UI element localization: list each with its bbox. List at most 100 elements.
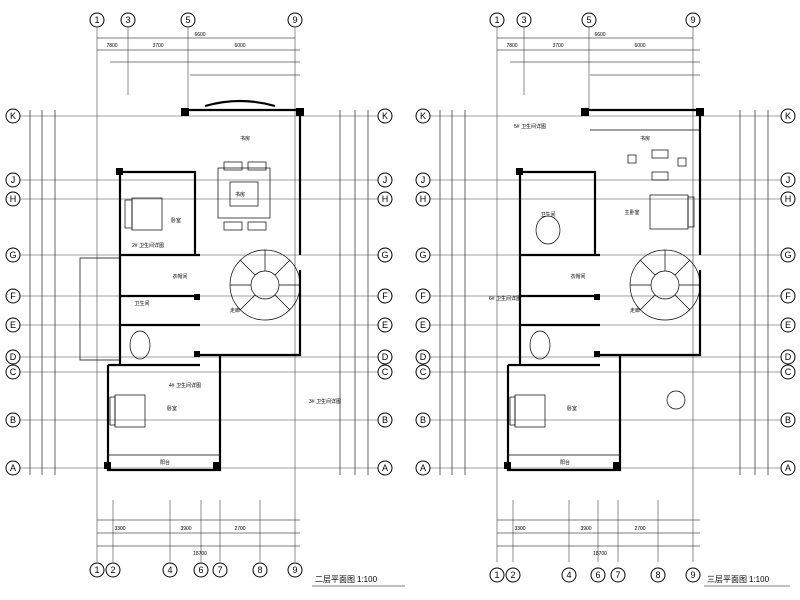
axis-label: A <box>420 463 426 473</box>
axis-label: 1 <box>94 565 99 575</box>
dimension-lines <box>439 37 769 547</box>
room-label: 阳台 <box>160 459 170 466</box>
axis-label: 7 <box>217 565 222 575</box>
axis-label: F <box>10 291 16 301</box>
plan-scale: 1:100 <box>357 575 378 584</box>
dim-value: 6600 <box>194 32 205 38</box>
axis-label: K <box>10 111 16 121</box>
furniture-bed-lower <box>509 394 546 428</box>
columns <box>104 108 304 469</box>
axis-label: G <box>784 250 791 260</box>
spiral-stair <box>629 249 701 321</box>
axis-label: 9 <box>690 570 695 580</box>
note-label: 3# 卫生间详图 <box>309 398 341 405</box>
axis-label: 3 <box>125 15 130 25</box>
furniture-sofa-set <box>627 149 687 181</box>
plan-third-floor: 1 3 5 9 1 2 4 6 7 8 9 K J H G F E D C B … <box>415 12 796 587</box>
horizontal-grid-lines <box>420 115 782 469</box>
axis-label: 4 <box>566 570 571 580</box>
room-label: 卧室 <box>167 405 177 412</box>
plan-title-block: 三层平面图 1:100 <box>704 575 790 587</box>
axis-label: H <box>382 194 389 204</box>
walls <box>506 108 702 472</box>
axis-label: E <box>420 320 426 330</box>
axis-label: J <box>421 175 426 185</box>
axis-label: G <box>419 250 426 260</box>
dim-value: 3900 <box>580 526 591 532</box>
dim-value: 2700 <box>234 526 245 532</box>
axis-label: K <box>382 111 388 121</box>
axis-label: F <box>382 291 388 301</box>
room-label: 书房 <box>235 191 245 198</box>
axis-label: C <box>10 367 17 377</box>
axis-label: J <box>786 175 791 185</box>
bottom-axis-bubbles: 1 2 4 6 7 8 9 <box>89 562 303 578</box>
top-axis-bubbles: 1 3 5 9 <box>489 12 701 28</box>
axis-label: 5 <box>185 15 190 25</box>
detail-circle <box>666 390 686 410</box>
room-label: 卧室 <box>567 405 577 412</box>
plan-title-block: 二层平面图 1:100 <box>312 575 405 587</box>
spiral-stair <box>229 249 301 321</box>
plan-second-floor: 1 3 5 9 1 2 4 6 7 8 9 K J H G F E D C B … <box>5 12 405 587</box>
axis-label: 9 <box>690 15 695 25</box>
axis-label: 2 <box>510 570 515 580</box>
left-axis-bubbles: K J H G F E D C B A <box>5 108 21 476</box>
dim-value: 3700 <box>152 43 163 49</box>
note-label: 2# 卫生间详图 <box>132 242 164 249</box>
room-label: 衣帽间 <box>570 273 585 280</box>
furniture-bed-master <box>649 194 695 230</box>
axis-label: B <box>10 415 16 425</box>
left-axis-bubbles: K J H G F E D C B A <box>415 108 431 476</box>
right-axis-bubbles: K J H G F E D C B A <box>780 108 796 476</box>
axis-label: 6 <box>595 570 600 580</box>
furniture-bed <box>124 197 163 231</box>
room-label: 阳台 <box>560 459 570 466</box>
axis-label: 6 <box>198 565 203 575</box>
dim-value: 18700 <box>193 551 207 557</box>
axis-label: 3 <box>521 15 526 25</box>
axis-label: G <box>9 250 16 260</box>
axis-label: H <box>785 194 792 204</box>
axis-label: K <box>785 111 791 121</box>
dimension-texts: 7800 3700 6000 6600 3300 3900 2700 18700 <box>106 32 245 557</box>
axis-label: 1 <box>94 15 99 25</box>
plan-title: 三层平面图 <box>707 575 747 584</box>
note-label: 4# 卫生间详图 <box>169 382 201 389</box>
vertical-grid-lines <box>496 28 694 562</box>
axis-label: 1 <box>494 15 499 25</box>
dim-value: 7800 <box>506 43 517 49</box>
dim-value: 3300 <box>114 526 125 532</box>
axis-label: E <box>382 320 388 330</box>
dim-value: 7800 <box>106 43 117 49</box>
dim-value: 18700 <box>593 551 607 557</box>
note-label: 6# 卫生间详图 <box>489 295 521 302</box>
axis-label: G <box>381 250 388 260</box>
axis-label: D <box>10 352 17 362</box>
axis-label: J <box>11 175 16 185</box>
plan-scale: 1:100 <box>749 575 770 584</box>
axis-label: 8 <box>257 565 262 575</box>
furniture-bathtub <box>129 330 151 360</box>
bottom-axis-bubbles: 1 2 4 6 7 8 9 <box>489 567 701 583</box>
dimension-texts: 7800 3700 6000 6600 3300 3900 2700 18700 <box>506 32 645 557</box>
axis-label: D <box>420 352 427 362</box>
axis-label: 2 <box>110 565 115 575</box>
dim-value: 2700 <box>634 526 645 532</box>
axis-label: C <box>420 367 427 377</box>
room-label: 卫生间 <box>540 211 555 218</box>
columns <box>504 108 704 469</box>
room-label: 卧室 <box>171 217 181 224</box>
axis-label: D <box>382 352 389 362</box>
vertical-grid-lines <box>96 28 296 562</box>
axis-label: D <box>785 352 792 362</box>
axis-label: 9 <box>292 565 297 575</box>
dimension-lines <box>29 37 369 547</box>
axis-label: C <box>382 367 389 377</box>
room-labels: 书房 书房 卧室 衣帽间 卫生间 走廊 卧室 阳台 2# 卫生间详图 4# 卫生… <box>132 135 341 466</box>
axis-label: 9 <box>292 15 297 25</box>
axis-label: K <box>420 111 426 121</box>
axis-label: F <box>420 291 426 301</box>
right-axis-bubbles: K J H G F E D C B A <box>377 108 393 476</box>
